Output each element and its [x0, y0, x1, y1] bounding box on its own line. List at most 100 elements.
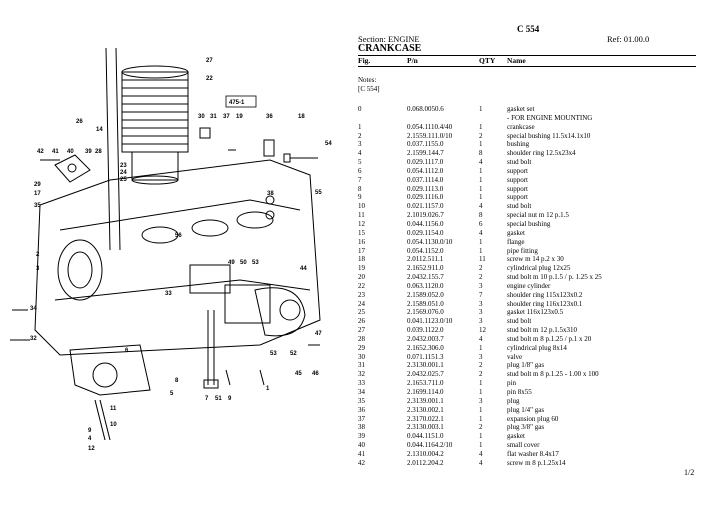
part-name: plug 1/4" gas — [507, 405, 545, 414]
part-number: 2.1652.911.0 — [407, 264, 444, 273]
part-fig-number: 25 — [358, 308, 365, 317]
part-fig-number: 19 — [358, 264, 365, 273]
part-fig-number: 17 — [358, 246, 365, 255]
part-fig-number: 3 — [358, 140, 362, 149]
part-name: pin 8x55 — [507, 388, 532, 396]
part-name: engine cylinder — [507, 281, 551, 290]
part-quantity: 3 — [479, 299, 483, 308]
part-number: 0.044.1164.2/10 — [407, 441, 453, 450]
part-quantity: 6 — [479, 219, 483, 228]
part-number: 2.1653.711.0 — [407, 379, 444, 388]
part-quantity: 1 — [479, 237, 483, 246]
svg-text:27: 27 — [206, 58, 213, 64]
part-name: screw m 14 p.2 x 30 — [507, 255, 564, 264]
part-quantity: 1 — [479, 122, 483, 131]
svg-text:32: 32 — [30, 336, 37, 342]
page-title: CRANKCASE — [358, 43, 422, 54]
svg-text:8: 8 — [175, 378, 179, 384]
part-name: special bushing — [507, 219, 551, 228]
svg-text:53: 53 — [252, 260, 259, 266]
section-label: Section: ENGINE — [358, 34, 420, 44]
part-number: 2.0432.003.7 — [407, 334, 444, 343]
svg-text:14: 14 — [96, 127, 103, 133]
svg-text:29: 29 — [34, 182, 41, 188]
svg-text:54: 54 — [325, 141, 332, 147]
svg-text:39: 39 — [85, 149, 92, 155]
svg-text:31: 31 — [210, 114, 217, 120]
svg-text:42: 42 — [37, 149, 44, 155]
part-number: 0.029.1117.0 — [407, 158, 444, 167]
svg-text:7: 7 — [205, 396, 209, 402]
part-fig-number: 6 — [358, 166, 362, 175]
part-fig-number: 8 — [358, 184, 362, 193]
svg-text:18: 18 — [298, 114, 305, 120]
part-name: shoulder ring 116x123x0.1 — [507, 299, 583, 308]
svg-text:25: 25 — [120, 177, 127, 183]
part-quantity: 2 — [479, 273, 483, 282]
part-number: 0.063.1120.0 — [407, 281, 444, 290]
part-name: shoulder ring 115x123x0.2 — [507, 290, 583, 299]
part-fig-number: 18 — [358, 255, 365, 264]
part-name: gasket — [507, 432, 525, 441]
svg-text:24: 24 — [120, 170, 127, 176]
part-number: 2.0112.204.2 — [407, 458, 444, 467]
svg-text:51: 51 — [215, 396, 222, 402]
part-fig-number: 29 — [358, 343, 365, 352]
svg-text:1: 1 — [266, 386, 270, 392]
part-number: 2.1019.026.7 — [407, 211, 444, 220]
part-quantity: 1 — [479, 184, 483, 193]
part-quantity: 4 — [479, 334, 483, 343]
svg-text:44: 44 — [300, 266, 307, 272]
part-fig-number: 39 — [358, 432, 365, 441]
svg-text:53: 53 — [270, 351, 277, 357]
part-number: 0.044.1156.0 — [407, 219, 444, 228]
part-quantity: 1 — [479, 405, 483, 414]
part-name: stud bolt m 12 p.1.5x310 — [507, 326, 578, 335]
svg-text:33: 33 — [165, 291, 172, 297]
notes-label: Notes: — [358, 76, 377, 84]
part-name: pipe fitting — [507, 246, 538, 255]
svg-text:36: 36 — [266, 114, 273, 120]
part-quantity: 2 — [479, 423, 483, 432]
table-row: - FOR ENGINE MOUNTING — [358, 114, 698, 123]
part-number: 2.1699.114.0 — [407, 388, 444, 396]
svg-text:17: 17 — [34, 191, 41, 197]
part-quantity: 3 — [479, 281, 483, 290]
svg-text:50: 50 — [240, 260, 247, 266]
part-name: support — [507, 193, 528, 202]
part-number: 2.3130.001.1 — [407, 361, 444, 370]
part-name: special bushing 11.5x14.1x10 — [507, 131, 591, 140]
svg-text:10: 10 — [110, 422, 117, 428]
part-number: 2.1589.051.0 — [407, 299, 444, 308]
document-code: C 554 — [517, 24, 540, 34]
part-quantity: 2 — [479, 131, 483, 140]
part-quantity: 8 — [479, 149, 483, 158]
part-quantity: 3 — [479, 308, 483, 317]
part-quantity: 12 — [479, 326, 486, 335]
part-name: plug 1/8" gas — [507, 361, 545, 370]
part-number: 0.054.1112.0 — [407, 166, 444, 175]
part-number: 2.3130.002.1 — [407, 405, 444, 414]
svg-text:46: 46 — [312, 371, 319, 377]
part-number: 2.1559.111.0/10 — [407, 131, 453, 140]
part-number: 0.054.1152.0 — [407, 246, 444, 255]
part-number: 0.029.1116.0 — [407, 193, 444, 202]
part-name: gasket set — [507, 105, 535, 113]
svg-text:26: 26 — [76, 119, 83, 125]
part-number: 2.0432.025.7 — [407, 370, 444, 379]
